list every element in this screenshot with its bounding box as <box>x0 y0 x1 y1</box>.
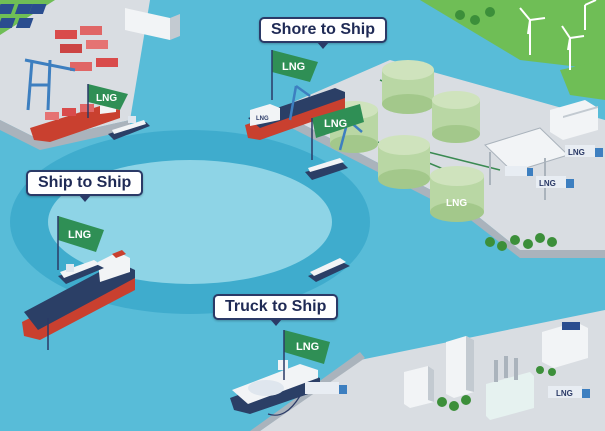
crane-icon <box>24 58 76 111</box>
lng-tank-icon <box>432 91 480 143</box>
callout-shore-to-ship: Shore to Ship <box>259 17 387 49</box>
tall-building <box>446 336 474 398</box>
svg-text:LNG: LNG <box>256 116 269 122</box>
lng-tank-icon <box>378 135 430 189</box>
lng-flag-ship-to-ship: LNG <box>57 216 104 270</box>
loading-shelter <box>484 127 569 200</box>
lng-flag-port: LNG <box>87 84 128 118</box>
truck-icon: LNG <box>565 145 603 157</box>
truck-icon: LNG <box>536 176 574 188</box>
lng-flag-pier: LNG <box>311 104 364 160</box>
truck-3-label: LNG <box>556 389 573 398</box>
lng-flag-port-label: LNG <box>96 93 117 104</box>
ship-icon <box>305 158 348 180</box>
lng-flag-pier-label: LNG <box>324 118 347 130</box>
lng-tank-icon <box>382 60 434 114</box>
lng-flag-truck-to-ship-label: LNG <box>296 341 319 353</box>
ship-icon <box>230 360 320 414</box>
office-building <box>542 322 588 368</box>
ship-icon <box>22 250 135 350</box>
office-building <box>550 100 598 140</box>
lng-flag-ship-to-ship-label: LNG <box>68 229 91 241</box>
factory-icon <box>486 356 534 420</box>
callout-shore-to-ship-text: Shore to Ship <box>271 21 375 38</box>
ship-icon: LNG <box>245 88 345 140</box>
truck-1-label: LNG <box>568 148 585 157</box>
tree-icon <box>455 7 495 25</box>
ship-icon <box>58 260 104 284</box>
ship-icon <box>308 258 350 282</box>
truck-icon: LNG <box>548 386 590 398</box>
warehouse <box>125 8 180 40</box>
callout-truck-to-ship-text: Truck to Ship <box>225 298 327 315</box>
lng-flag-shore-label: LNG <box>282 61 305 73</box>
truck-2-label: LNG <box>539 179 556 188</box>
solar-panel-icon <box>0 4 47 28</box>
lng-tank-front: LNG <box>430 166 484 222</box>
containers <box>55 26 118 71</box>
callout-ship-to-ship: Ship to Ship <box>26 170 144 202</box>
truck-icon <box>305 382 347 394</box>
callout-truck-to-ship: Truck to Ship <box>213 294 339 326</box>
lng-flag-truck-to-ship: LNG <box>283 330 330 380</box>
hose <box>267 395 301 416</box>
tree-icon <box>437 366 556 411</box>
ship-icon <box>108 116 150 140</box>
callout-ship-to-ship-text: Ship to Ship <box>38 174 132 191</box>
tree-icon <box>485 233 557 251</box>
wind-turbine-icon <box>519 0 597 70</box>
lng-tank-front-label: LNG <box>446 198 467 209</box>
office-building <box>404 366 434 408</box>
truck-icon <box>505 166 533 176</box>
lng-flag-shore: LNG <box>271 50 318 100</box>
